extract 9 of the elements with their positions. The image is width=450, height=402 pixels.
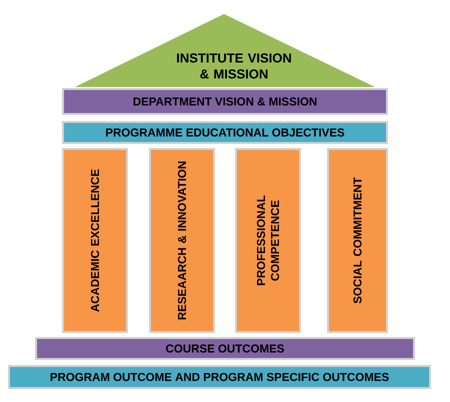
band-box: PROGRAM OUTCOME AND PROGRAM SPECIFIC OUTCOMES (8, 365, 431, 389)
band-box: PROGRAMME EDUCATIONAL OBJECTIVES (62, 121, 388, 144)
pillar-box: RESEAARCH & INNOVATION (149, 148, 215, 333)
band-box: COURSE OUTCOMES (35, 337, 415, 360)
roof-triangle: INSTITUTE VISION & MISSION (75, 14, 375, 87)
pillar-box: PROFESSIONAL COMPETENCE (235, 148, 301, 333)
pillar-box: SOCIAL COMMITMENT (327, 148, 388, 333)
pillar-box: ACADEMIC EXCELLENCE (62, 148, 128, 333)
band-box: DEPARTMENT VISION & MISSION (62, 88, 388, 115)
